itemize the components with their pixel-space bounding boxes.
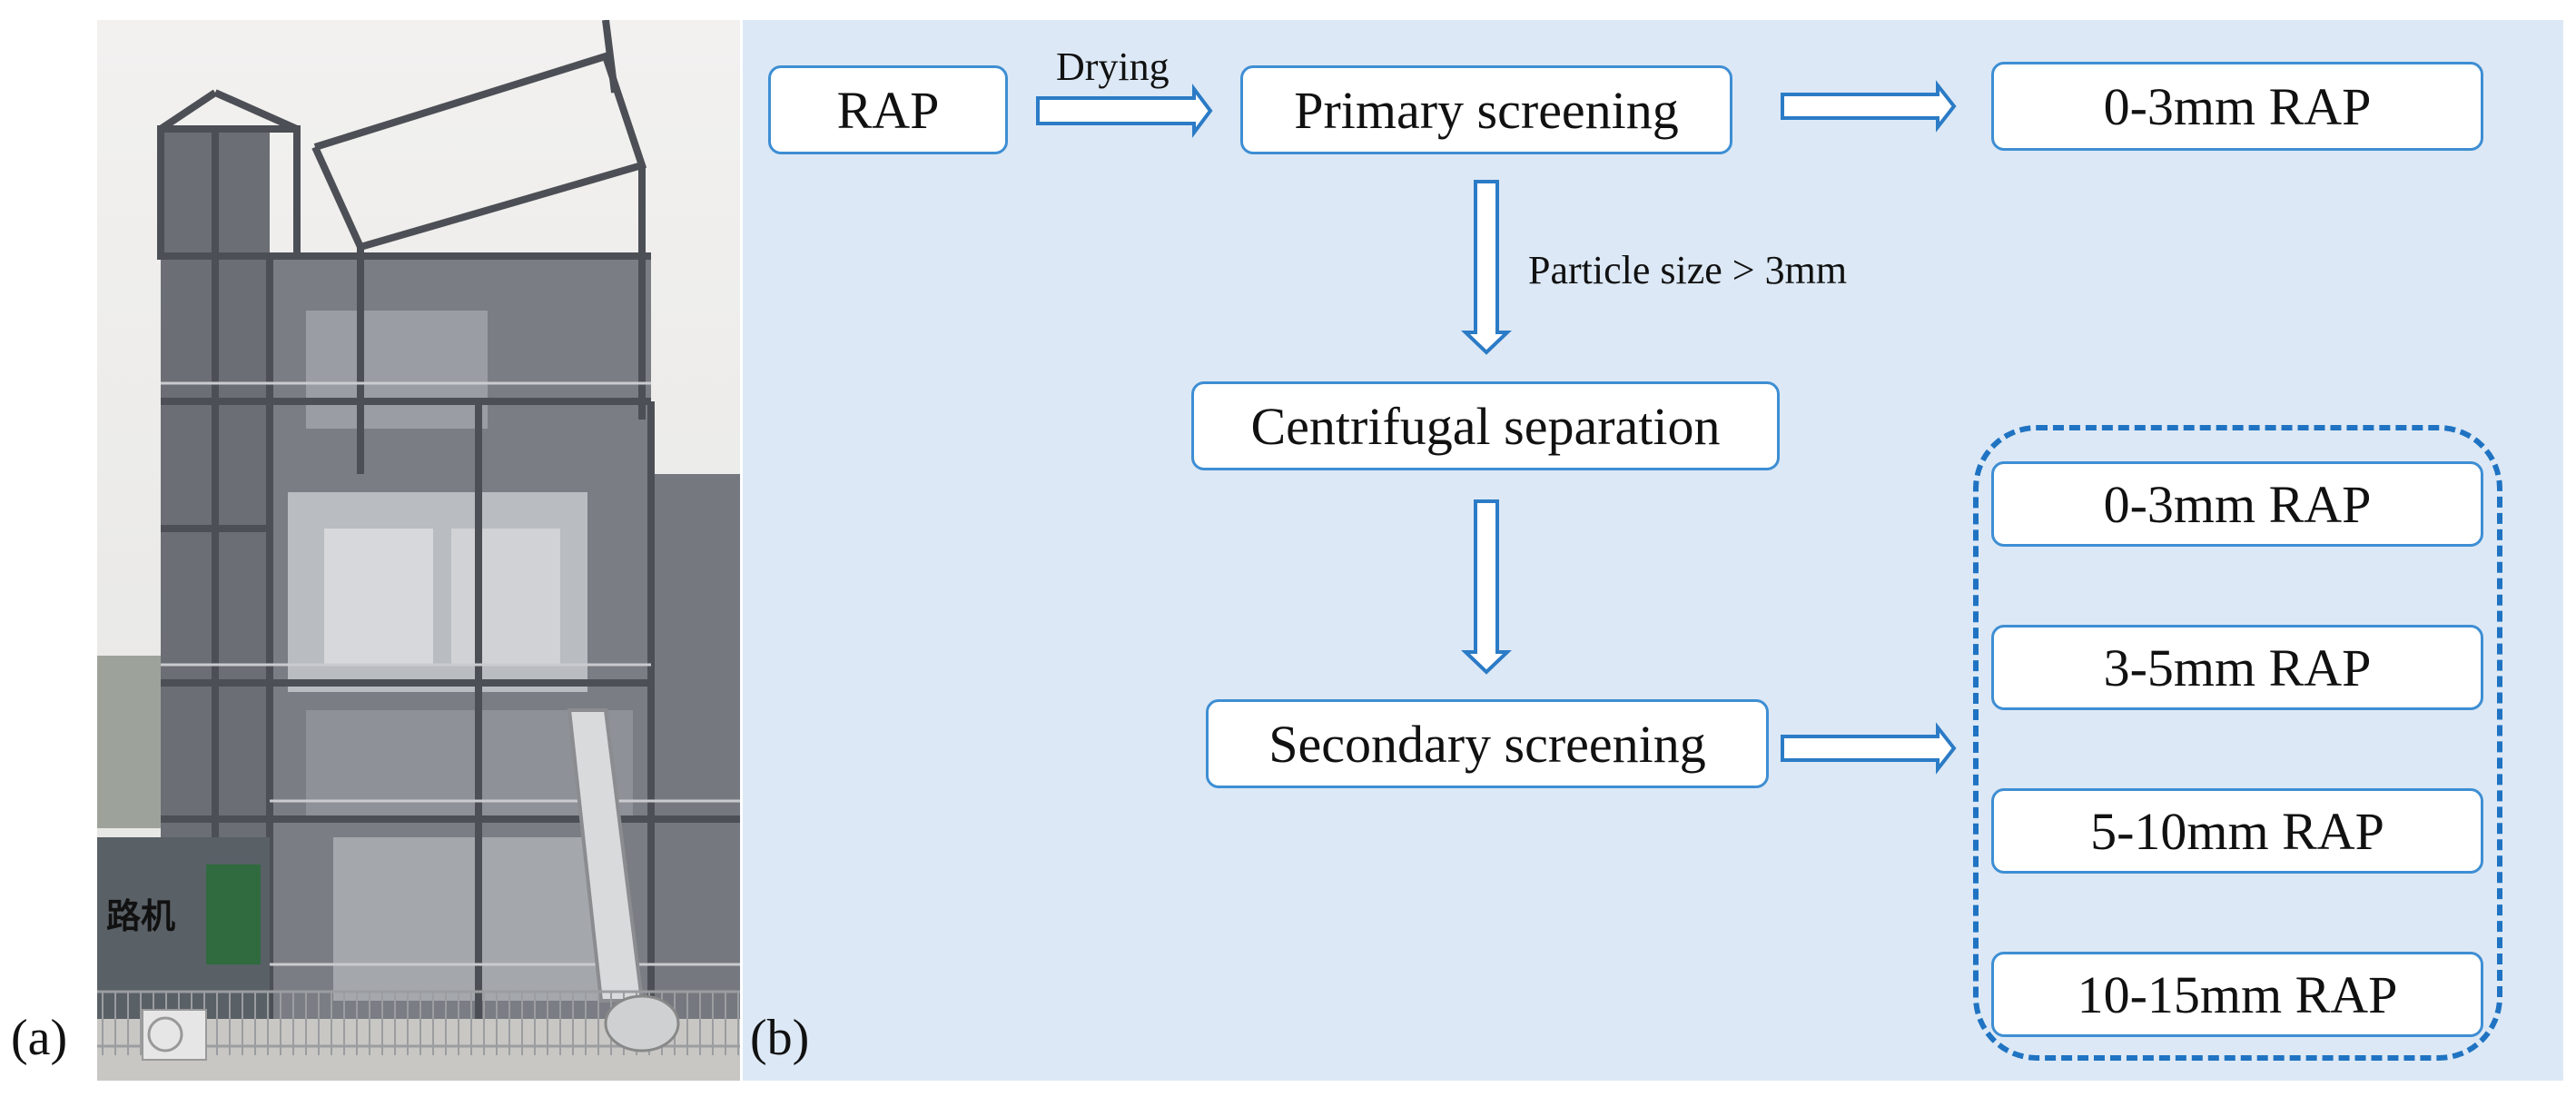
- sign-text: 路机: [106, 896, 175, 936]
- primary-output-box: 0-3mm RAP: [1991, 62, 2483, 151]
- primary-screening-box: Primary screening: [1240, 65, 1732, 154]
- flow-diagram-panel: [743, 20, 2563, 1081]
- arrow-secondary-output: [1781, 722, 1957, 775]
- centrifugal-separation-box: Centrifugal separation: [1191, 381, 1780, 470]
- secondary-screening-box: Secondary screening: [1206, 699, 1769, 788]
- output-box: 5-10mm RAP: [1991, 788, 2483, 874]
- rap-input-box: RAP: [768, 65, 1008, 154]
- panel-label-a: (a): [11, 1010, 68, 1066]
- output-box: 0-3mm RAP: [1991, 461, 2483, 547]
- plant-photo: 路机: [97, 19, 740, 1081]
- arrow-primary-output: [1781, 80, 1957, 133]
- drying-label: Drying: [1056, 44, 1170, 89]
- panel-label-b: (b): [750, 1010, 810, 1066]
- output-box: 3-5mm RAP: [1991, 625, 2483, 710]
- arrow-centrifugal-down: [1461, 499, 1512, 675]
- arrow-primary-down: [1461, 180, 1512, 355]
- arrow-drying: [1036, 84, 1213, 138]
- output-group-dashed-border: [1973, 425, 2502, 1061]
- output-box: 10-15mm RAP: [1991, 952, 2483, 1037]
- particle-size-label: Particle size > 3mm: [1528, 248, 1848, 292]
